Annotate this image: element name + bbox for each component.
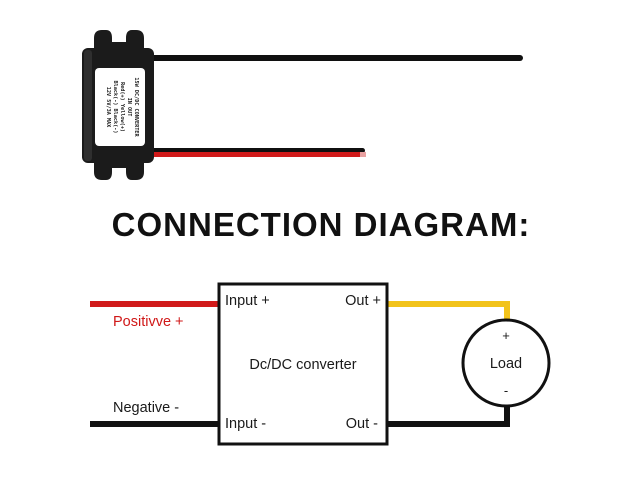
output-negative-wire bbox=[388, 404, 510, 427]
load-label: Load bbox=[490, 356, 522, 372]
schematic: Input + Out + Dc/DC converter Input - Ou… bbox=[90, 282, 551, 446]
positive-wire-label: Positivve + bbox=[113, 314, 184, 330]
top-mounting-tab bbox=[94, 30, 144, 50]
negative-wire-label: Negative - bbox=[113, 400, 179, 416]
bottom-mounting-tab bbox=[94, 160, 144, 180]
input-negative-wire bbox=[90, 421, 220, 427]
output-black-cable bbox=[150, 55, 523, 61]
input-black-cable bbox=[150, 148, 365, 153]
module-label-line-2: IN OUT bbox=[126, 98, 132, 117]
red-cable-tip bbox=[360, 152, 366, 157]
load-plus-sign: + bbox=[502, 328, 510, 343]
module-label-line-1: 15W DC/DC CONVERTER bbox=[133, 77, 139, 137]
converter-module-sheen bbox=[84, 50, 92, 161]
output-negative-label: Out - bbox=[346, 416, 378, 432]
output-positive-label: Out + bbox=[345, 293, 381, 309]
input-negative-label: Input - bbox=[225, 416, 266, 432]
input-red-cable bbox=[150, 152, 365, 157]
converter-module-photo: 15W DC/DC CONVERTER IN OUT Red(+) Yellow… bbox=[82, 30, 523, 180]
module-label-line-4: Black(-) Black(-) bbox=[112, 80, 118, 133]
load-minus-sign: - bbox=[504, 383, 508, 398]
output-positive-wire bbox=[388, 301, 510, 322]
dcdc-converter-box bbox=[217, 282, 389, 446]
input-positive-wire bbox=[90, 301, 220, 307]
input-positive-label: Input + bbox=[225, 293, 270, 309]
module-label-sticker bbox=[95, 68, 145, 146]
module-label-line-3: Red(+) Yellow(+) bbox=[119, 82, 125, 132]
converter-name-label: Dc/DC converter bbox=[249, 357, 356, 373]
module-label-line-5: 12V 5V/3A MAX bbox=[105, 87, 111, 128]
load-circle bbox=[461, 318, 551, 408]
diagram-title: CONNECTION DIAGRAM: bbox=[112, 206, 531, 243]
